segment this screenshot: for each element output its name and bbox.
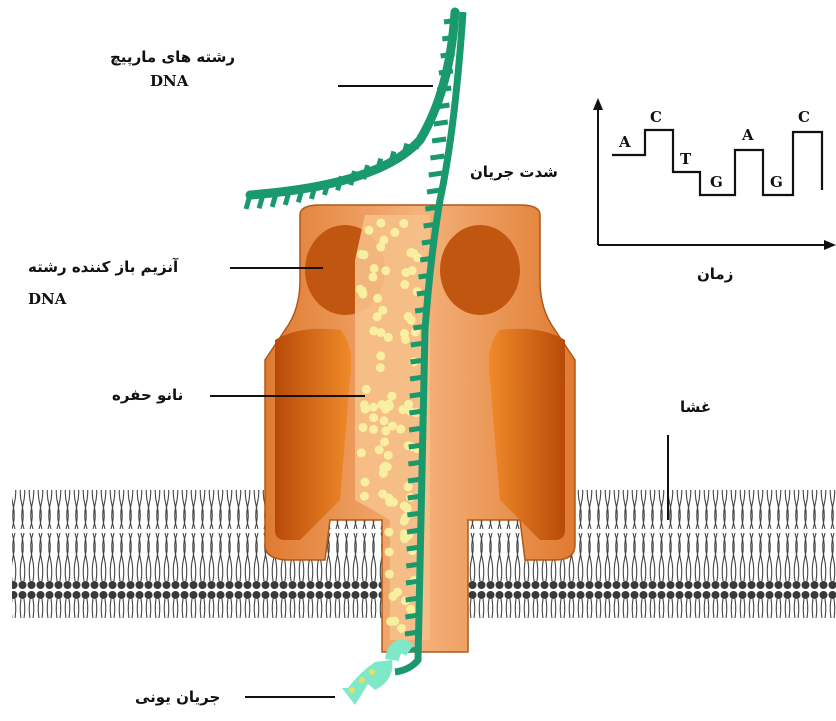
ionic-current-arrow bbox=[342, 647, 410, 705]
enzyme-label: آنزیم باز کننده رشته bbox=[28, 258, 178, 276]
current-intensity-label: شدت جریان bbox=[470, 163, 558, 181]
time-axis-label: زمان bbox=[697, 265, 733, 283]
signal-base-6: G bbox=[770, 173, 783, 191]
membrane-label: غشا bbox=[680, 398, 711, 416]
signal-base-1: A bbox=[619, 133, 631, 151]
signal-base-5: A bbox=[742, 126, 754, 144]
ionic-current-label: جریان یونی bbox=[135, 688, 220, 706]
signal-base-3: T bbox=[680, 150, 691, 168]
signal-base-4: G bbox=[710, 173, 723, 191]
signal-base-7: C bbox=[798, 108, 810, 126]
signal-base-2: C bbox=[650, 108, 662, 126]
dna-strand-label: رشته های مارپیچ bbox=[110, 48, 235, 66]
enzyme-sublabel: DNA bbox=[28, 290, 66, 308]
nanopore-label: نانو حفره bbox=[112, 386, 183, 404]
dna-strand-sublabel: DNA bbox=[150, 72, 188, 90]
